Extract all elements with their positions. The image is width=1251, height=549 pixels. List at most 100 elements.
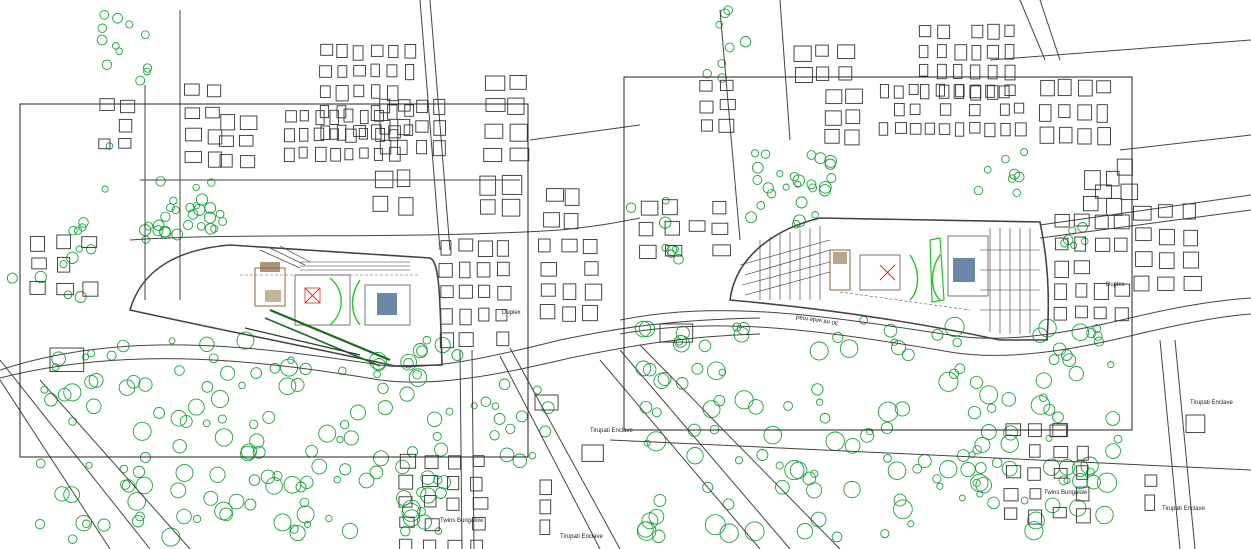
tree-symbol: [814, 152, 827, 165]
tree-symbol: [240, 443, 257, 460]
building-block: [82, 281, 99, 297]
building-block: [185, 127, 202, 142]
tree-symbol: [675, 377, 689, 390]
building-block: [1096, 80, 1112, 94]
building-block: [458, 238, 474, 252]
building-block: [1077, 104, 1093, 121]
building-block: [1004, 24, 1015, 37]
tree-symbol: [402, 499, 421, 519]
tree-symbol: [1113, 434, 1123, 444]
building-block: [688, 220, 706, 232]
building-block: [1057, 78, 1072, 97]
tree-symbol: [1107, 361, 1115, 369]
building-block: [920, 84, 930, 100]
building-block: [509, 123, 528, 142]
tree-symbol: [1062, 353, 1077, 367]
tree-symbol: [877, 401, 899, 422]
building-block: [184, 107, 201, 119]
building-block: [909, 103, 921, 115]
tree-symbol: [470, 402, 478, 410]
tree-symbol: [832, 331, 844, 344]
building-block: [1028, 423, 1042, 438]
right-site-plan: [729, 217, 1050, 341]
tree-symbol: [127, 492, 146, 511]
tree-symbol: [260, 469, 276, 485]
tree-symbol: [958, 494, 966, 502]
building-block: [315, 146, 327, 162]
tree-symbol: [713, 394, 726, 407]
tree-symbol: [412, 369, 422, 380]
building-block: [824, 110, 842, 126]
building-block: [1004, 84, 1016, 96]
building-block: [1052, 507, 1067, 519]
building-block: [1120, 183, 1138, 201]
building-block: [501, 198, 521, 217]
building-block: [404, 64, 415, 81]
building-block: [320, 125, 331, 140]
building-block: [379, 120, 391, 135]
building-block: [918, 25, 932, 38]
building-block: [1005, 465, 1022, 479]
building-block: [220, 114, 236, 131]
tree-symbol: [1008, 168, 1020, 180]
building-block: [815, 66, 830, 81]
tree-symbol: [373, 450, 389, 467]
building-block: [969, 121, 981, 134]
tree-symbol: [106, 350, 117, 361]
building-block: [57, 256, 71, 273]
building-block: [497, 261, 510, 277]
building-block: [1059, 126, 1073, 144]
building-block: [398, 99, 411, 112]
tree-symbol: [1105, 411, 1121, 426]
tree-symbol: [296, 505, 315, 524]
building-block: [1116, 158, 1133, 176]
left-site-boundary: [128, 244, 443, 367]
building-block: [1053, 306, 1067, 321]
building-block: [1183, 229, 1198, 247]
tree-symbol: [931, 328, 944, 341]
building-block: [399, 516, 415, 528]
tree-symbol: [400, 353, 417, 371]
tree-symbol: [969, 375, 983, 389]
tree-symbol: [132, 465, 146, 478]
tree-symbol: [975, 476, 992, 494]
tree-symbol: [760, 149, 771, 159]
tree-symbol: [341, 522, 359, 540]
right-site-main-building: [953, 258, 975, 282]
tree-symbol: [1097, 472, 1118, 493]
building-block: [937, 24, 951, 40]
building-block: [319, 65, 332, 78]
tree-symbol: [839, 339, 859, 358]
building-block: [398, 496, 413, 508]
building-block: [120, 99, 136, 114]
building-block: [540, 283, 556, 297]
tree-symbol: [87, 349, 96, 358]
building-block: [1097, 127, 1111, 146]
tree-symbol: [115, 47, 123, 55]
building-block: [485, 98, 506, 112]
building-block: [372, 195, 389, 212]
building-block: [387, 104, 398, 120]
tree-symbol: [272, 470, 283, 481]
building-block: [539, 499, 552, 515]
tree-symbol: [954, 363, 966, 375]
building-block: [472, 516, 486, 531]
tree-symbol: [86, 244, 97, 255]
building-block: [662, 199, 678, 216]
building-block: [118, 138, 132, 149]
building-block: [1058, 104, 1071, 119]
tree-symbol: [498, 378, 511, 391]
tree-symbol: [325, 514, 333, 523]
building-block: [358, 127, 368, 140]
tree-symbol: [402, 509, 421, 527]
building-block: [218, 135, 234, 147]
tree-symbol: [789, 461, 808, 480]
building-block: [422, 539, 437, 549]
building-block: [370, 44, 384, 57]
tree-symbol: [744, 521, 765, 542]
tree-symbol: [860, 428, 875, 443]
tree-symbol: [63, 486, 80, 503]
building-block: [824, 128, 840, 144]
tree-symbol: [57, 387, 72, 402]
building-block: [315, 110, 325, 126]
